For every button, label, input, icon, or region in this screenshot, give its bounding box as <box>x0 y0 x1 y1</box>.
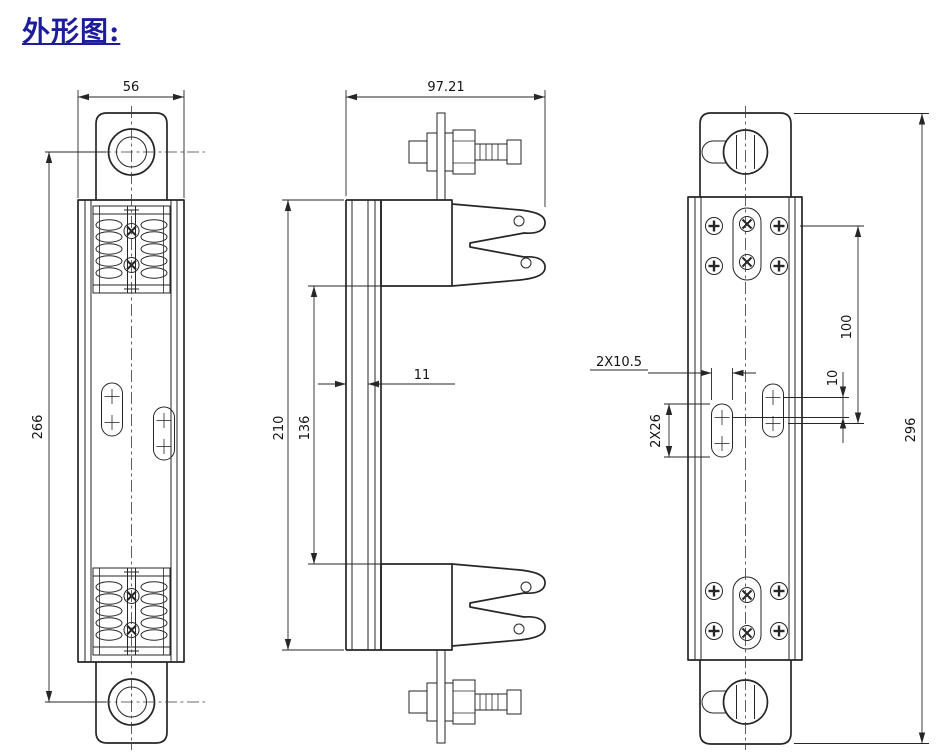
fork-pin-hole <box>513 623 525 635</box>
page-title: 外形图: <box>22 15 121 48</box>
clamp-arm-top <box>380 199 546 287</box>
dimension-side-width: 97.21 <box>345 80 546 207</box>
dim-text-side-width: 97.21 <box>427 80 464 95</box>
slotted-hole <box>711 403 733 458</box>
dimension-screw-to-slot-span: 100 <box>788 225 864 424</box>
back-middle-slots <box>711 383 784 458</box>
phillips-screw <box>704 581 724 601</box>
phillips-screw <box>704 256 724 276</box>
bolt-assembly-top <box>408 112 522 201</box>
phillips-screw <box>769 581 789 601</box>
hole-center-mark <box>765 415 781 432</box>
dimension-slot-center-offset: 10 <box>732 370 849 443</box>
washer <box>444 132 454 172</box>
phillips-screw <box>738 253 756 271</box>
dimension-arm-inner-span: 136 <box>298 285 385 565</box>
fork-outline <box>451 563 546 647</box>
dim-text-arm-inner-span: 136 <box>298 416 313 441</box>
bolt-assembly-bottom <box>408 649 522 744</box>
screw-group-top <box>704 207 789 281</box>
dimension-slot-width: 2X10.5 <box>590 355 756 400</box>
bolt-head <box>408 690 428 714</box>
dim-text-screw-to-slot-span: 100 <box>840 315 855 340</box>
phillips-screw <box>769 216 789 236</box>
dimension-arm-outer-span: 210 <box>272 199 344 651</box>
end-nut <box>506 689 522 715</box>
phillips-screw <box>704 216 724 236</box>
tab-plate-edge <box>436 112 446 201</box>
dim-text-slot-length: 2X26 <box>649 414 664 448</box>
dim-text-overall-height: 296 <box>904 418 919 443</box>
dim-text-front-hole-span: 266 <box>31 415 46 440</box>
phillips-screw <box>738 586 756 604</box>
dimension-front-width: 56 <box>77 80 185 198</box>
slotted-hole <box>101 382 123 437</box>
dimension-overall-height: 296 <box>794 113 929 744</box>
hole-center-mark <box>156 438 172 455</box>
hole-center-mark <box>714 409 730 426</box>
spring-clamp-top <box>92 205 171 294</box>
dimension-slot-length: 2X26 <box>649 403 710 458</box>
clamp-arm-bottom <box>380 563 546 651</box>
tab-plate-edge <box>436 649 446 744</box>
arm-block <box>380 563 453 651</box>
dimension-front-hole-span: 266 <box>31 151 106 703</box>
hole-center-mark <box>765 389 781 406</box>
side-body-strip <box>345 199 382 651</box>
hex-nut <box>452 679 476 725</box>
dim-text-arm-outer-span: 210 <box>272 416 287 441</box>
fork-outline <box>451 203 546 287</box>
dimension-wall-thickness: 11 <box>318 368 455 388</box>
slotted-hole <box>701 690 727 714</box>
hole-center-mark <box>714 435 730 452</box>
fork-pin-hole <box>520 581 532 593</box>
fork-pin-hole <box>520 257 532 269</box>
hole-center-mark <box>104 414 120 431</box>
bolt-head <box>408 140 428 164</box>
washer <box>426 682 438 722</box>
phillips-screw <box>769 621 789 641</box>
side-view: 97.21 210 136 11 <box>272 80 546 744</box>
dim-text-wall-thickness: 11 <box>414 368 431 383</box>
phillips-screw <box>704 621 724 641</box>
front-middle-slots <box>101 382 175 461</box>
end-nut <box>506 139 522 165</box>
tab-outline <box>95 662 168 744</box>
back-body <box>687 196 803 661</box>
front-body <box>77 199 185 663</box>
slotted-hole <box>701 140 727 164</box>
screw-slot <box>732 576 762 650</box>
slotted-hole <box>762 383 784 438</box>
body-outline <box>687 196 803 661</box>
back-view: 2X10.5 2X26 10 100 <box>590 106 929 750</box>
phillips-screw <box>738 215 756 233</box>
phillips-screw <box>769 256 789 276</box>
front-view: 56 266 <box>31 80 205 750</box>
screw-slot <box>732 207 762 281</box>
arm-block <box>380 199 453 287</box>
washer <box>426 132 438 172</box>
hex-nut <box>452 129 476 175</box>
screw-group-bottom <box>704 576 789 650</box>
washer <box>444 682 454 722</box>
hole-center-mark <box>156 412 172 429</box>
slotted-hole <box>153 406 175 461</box>
dim-text-slot-center-offset: 10 <box>826 370 841 387</box>
body-outline <box>77 199 185 663</box>
dim-text-slot-width: 2X10.5 <box>596 355 642 370</box>
dim-text-front-width: 56 <box>123 80 140 95</box>
fork-pin-hole <box>513 215 525 227</box>
phillips-screw <box>738 624 756 642</box>
hole-center-mark <box>104 388 120 405</box>
